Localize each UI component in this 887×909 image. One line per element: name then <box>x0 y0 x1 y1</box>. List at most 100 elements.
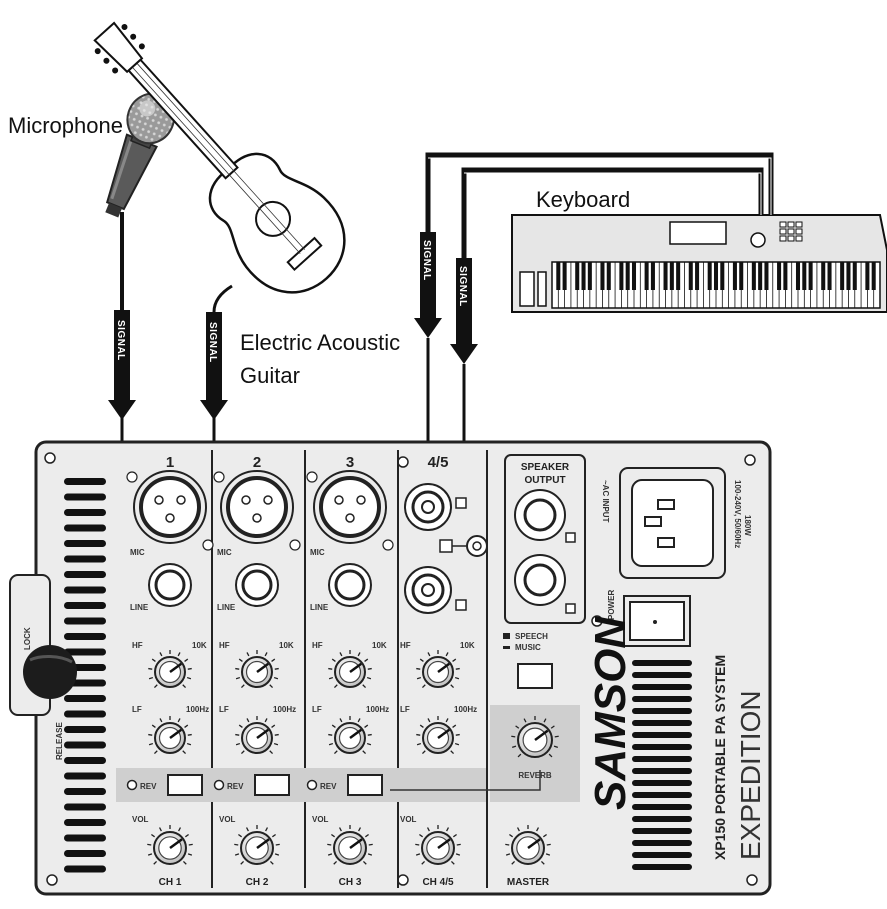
keyboard-black-key <box>562 262 567 290</box>
keyboard-illustration <box>511 214 887 313</box>
keyboard-black-key <box>802 262 807 290</box>
hf-label: HF <box>132 641 143 650</box>
master-volume-knob[interactable] <box>505 825 551 865</box>
master-label: MASTER <box>507 877 550 888</box>
vent-slots-right <box>632 660 692 870</box>
lf-eq-knob[interactable] <box>416 716 460 755</box>
xlr-mic-jack[interactable] <box>306 470 394 551</box>
vol-label: VOL <box>132 815 149 824</box>
release-label: RELEASE <box>55 722 64 760</box>
xlr-mic-jack[interactable] <box>213 470 301 551</box>
hf-eq-knob[interactable] <box>235 650 279 689</box>
keyboard-black-key <box>619 262 624 290</box>
vent-slot <box>632 840 692 846</box>
lf-eq-knob[interactable] <box>148 716 192 755</box>
hf-freq-label: 10K <box>372 641 387 650</box>
vent-slot <box>64 571 106 578</box>
keyboard-black-key <box>663 262 668 290</box>
lf-eq-knob[interactable] <box>235 716 279 755</box>
keyboard-black-key <box>695 262 700 290</box>
keyboard-black-key <box>758 262 763 290</box>
vent-slot <box>632 672 692 678</box>
keyboard-black-key <box>644 262 649 290</box>
vent-slot <box>64 617 106 625</box>
speech-music-switch[interactable] <box>517 663 553 689</box>
vent-slot <box>64 478 106 485</box>
keyboard-black-key <box>581 262 586 290</box>
line-jack-ch45-right[interactable] <box>404 566 467 614</box>
line-jack[interactable] <box>235 563 279 607</box>
hf-eq-knob[interactable] <box>416 650 460 689</box>
reverb-label: REVERB <box>518 771 552 780</box>
volume-knob[interactable] <box>327 825 373 865</box>
keyboard-black-key <box>556 262 561 290</box>
lock-knob: LOCK RELEASE <box>9 574 77 760</box>
signal-arrow-keyboard-right: SIGNAL <box>450 258 478 364</box>
keyboard-black-key <box>625 262 630 290</box>
hf-eq-knob[interactable] <box>328 650 372 689</box>
keyboard-black-key <box>795 262 801 290</box>
vent-slot <box>64 741 106 749</box>
signal-arrow-keyboard-left: SIGNAL <box>414 232 442 338</box>
vent-slot <box>632 852 692 858</box>
vent-slot <box>632 816 692 822</box>
channel-number: 4/5 <box>428 454 449 471</box>
vent-slot <box>64 648 106 656</box>
lf-freq-label: 100Hz <box>273 705 296 714</box>
lf-freq-label: 100Hz <box>366 705 389 714</box>
signal-arrow-guitar: SIGNAL <box>200 312 228 420</box>
vent-slot <box>64 586 106 594</box>
volume-knob[interactable] <box>147 825 193 865</box>
vent-slot <box>64 726 106 733</box>
vent-slot <box>632 756 692 762</box>
volume-knob[interactable] <box>415 825 461 865</box>
vent-slot <box>64 772 106 780</box>
hf-label: HF <box>312 641 323 650</box>
hf-label: HF <box>219 641 230 650</box>
lock-label: LOCK <box>23 627 32 650</box>
rev-switch[interactable] <box>347 774 383 796</box>
keyboard-black-key <box>827 262 832 290</box>
lf-eq-knob[interactable] <box>328 716 372 755</box>
line-jack[interactable] <box>148 563 192 607</box>
vent-slot <box>64 602 106 609</box>
line-label: LINE <box>130 603 149 612</box>
power-led <box>591 615 603 627</box>
hf-freq-label: 10K <box>460 641 475 650</box>
keyboard-black-key <box>713 262 719 290</box>
vent-slot <box>64 540 106 547</box>
hf-eq-knob[interactable] <box>148 650 192 689</box>
keyboard-black-key <box>650 262 655 290</box>
vent-slot <box>64 865 106 873</box>
vol-label: VOL <box>312 815 329 824</box>
line-jack[interactable] <box>328 563 372 607</box>
signal-arrow-mic: SIGNAL <box>108 310 136 420</box>
vent-slot <box>632 720 692 726</box>
reverb-knob[interactable] <box>511 716 559 758</box>
keyboard-black-key <box>808 262 813 290</box>
keyboard-black-key <box>840 262 845 290</box>
speaker-output-section: SPEAKER OUTPUT <box>504 454 586 624</box>
channel-number: 1 <box>166 454 174 471</box>
signal-label: SIGNAL <box>457 266 468 307</box>
volume-knob[interactable] <box>234 825 280 865</box>
mini-jack-ch45[interactable] <box>439 535 488 557</box>
rev-led <box>306 779 318 791</box>
keyboard-black-key <box>720 262 725 290</box>
keyboard-black-key <box>764 262 769 290</box>
rev-switch[interactable] <box>254 774 290 796</box>
rev-switch[interactable] <box>167 774 203 796</box>
lf-freq-label: 100Hz <box>454 705 477 714</box>
xlr-mic-jack[interactable] <box>126 470 214 551</box>
vent-slot <box>64 524 106 532</box>
vent-slot <box>632 684 692 690</box>
keyboard-black-key <box>669 262 674 290</box>
keyboard-black-key <box>575 262 580 290</box>
rev-led <box>213 779 225 791</box>
line-jack-ch45-left[interactable] <box>404 483 467 531</box>
lf-label: LF <box>219 705 229 714</box>
